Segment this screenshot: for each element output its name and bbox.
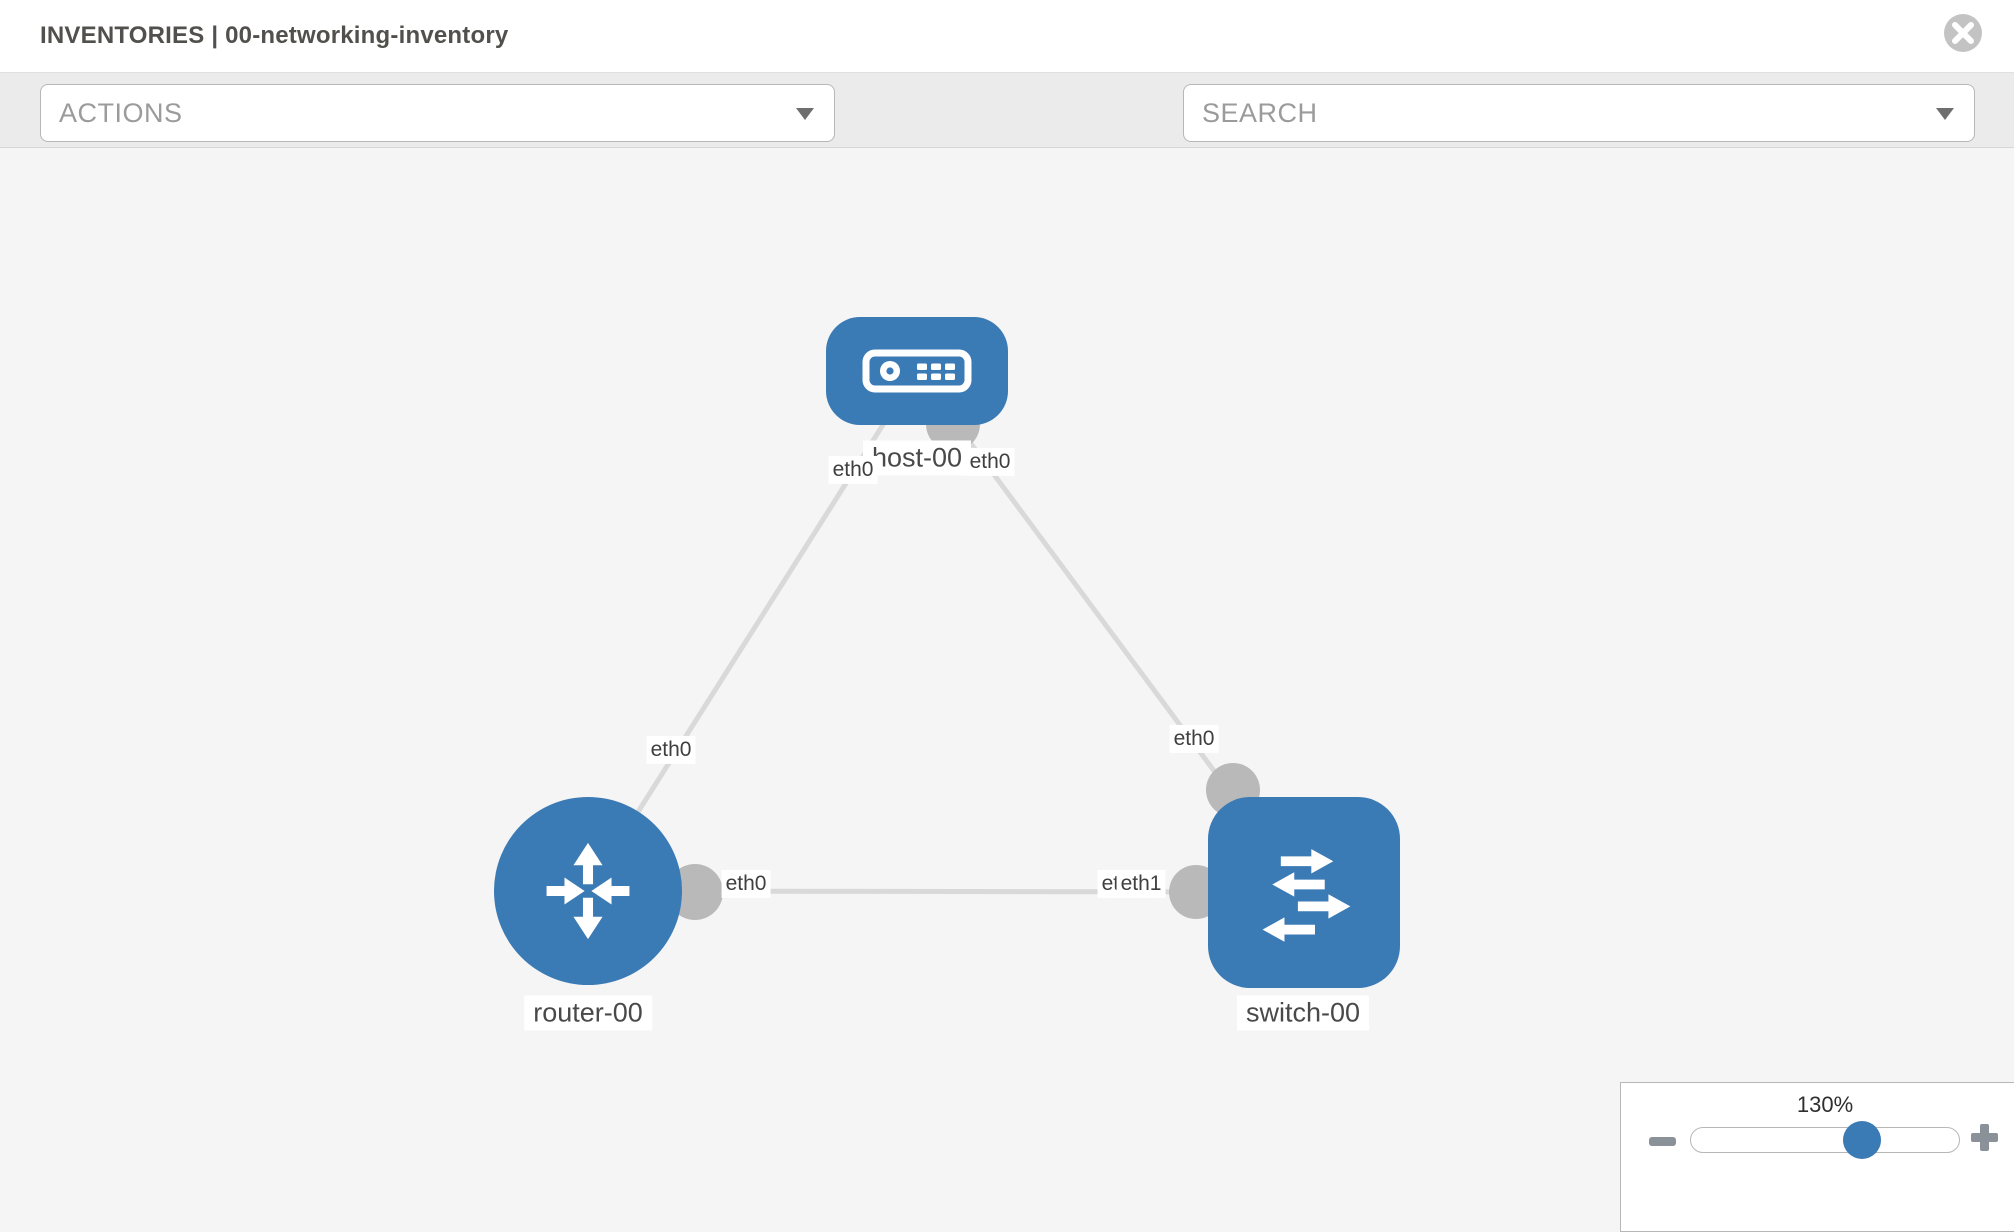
actions-dropdown-label: ACTIONS (59, 97, 183, 128)
zoom-percentage: 130% (1796, 1092, 1854, 1117)
interface-label-switch-eth0-top: eth0 (1169, 724, 1219, 754)
zoom-in-button[interactable] (1971, 1124, 1998, 1156)
zoom-out-button[interactable] (1649, 1133, 1676, 1151)
zoom-panel: 130% (1620, 1082, 2014, 1232)
interface-label-switch-eth1: eth1 (1116, 869, 1166, 899)
node-label-host: host-00 (862, 440, 972, 476)
switch-icon (1262, 848, 1351, 942)
zoom-slider[interactable] (1690, 1121, 1960, 1159)
node-label-switch: switch-00 (1236, 995, 1370, 1031)
chevron-down-icon (796, 108, 814, 120)
interface-label-router-eth0-uplink: eth0 (646, 735, 696, 765)
search-dropdown[interactable]: SEARCH (1183, 84, 1975, 142)
toolbar: ACTIONS SEARCH (0, 72, 2014, 206)
interface-label-host-eth0-left: eth0 (828, 455, 878, 485)
close-button[interactable] (1944, 14, 1982, 52)
close-icon (1952, 22, 1974, 44)
page-title: INVENTORIES | 00-networking-inventory (40, 22, 509, 49)
search-dropdown-label: SEARCH (1202, 97, 1318, 128)
topology-canvas[interactable]: host-00 router-00 switch-00 eth0 eth0 et… (0, 148, 2014, 1232)
plus-icon (1971, 1124, 1998, 1151)
node-router-00[interactable] (494, 797, 682, 985)
interface-label-router-eth0: eth0 (721, 869, 771, 899)
minus-icon (1649, 1137, 1676, 1146)
chevron-down-icon (1936, 108, 1954, 120)
node-label-router: router-00 (524, 995, 652, 1031)
host-icon (862, 349, 972, 393)
window-header: INVENTORIES | 00-networking-inventory (0, 0, 2014, 72)
node-switch-00[interactable] (1208, 797, 1400, 988)
zoom-slider-thumb[interactable] (1843, 1121, 1881, 1159)
interface-label-host-eth0-right: eth0 (965, 447, 1015, 477)
router-icon (546, 842, 630, 940)
actions-dropdown[interactable]: ACTIONS (40, 84, 835, 142)
node-host-00[interactable] (826, 317, 1008, 425)
